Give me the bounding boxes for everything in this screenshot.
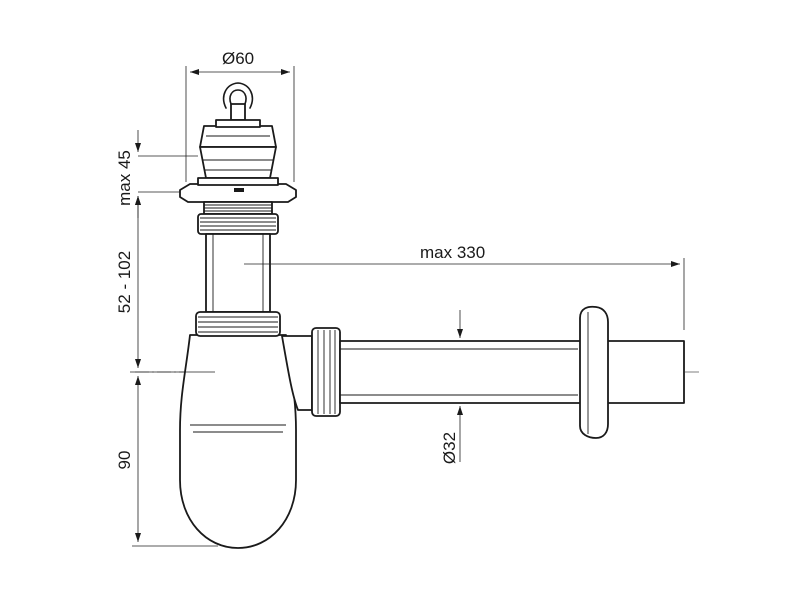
- dim-top-diameter: Ø60: [222, 49, 254, 68]
- tailpiece: [197, 201, 279, 313]
- dim-plug-height: max 45: [115, 150, 134, 206]
- wall-rosette: [579, 305, 609, 439]
- dim-pipe-length: max 330: [420, 243, 485, 262]
- wall-pipe: [339, 340, 685, 404]
- dim-adjust-range: 52 - 102: [115, 251, 134, 313]
- dimension-lines: [130, 66, 685, 547]
- bottle-body: [179, 311, 297, 549]
- sink-plug: [199, 82, 277, 179]
- sink-flange: [179, 177, 297, 203]
- side-outlet: [281, 327, 341, 417]
- dim-pipe-diameter: Ø32: [440, 432, 459, 464]
- dim-trap-height: 90: [115, 451, 134, 470]
